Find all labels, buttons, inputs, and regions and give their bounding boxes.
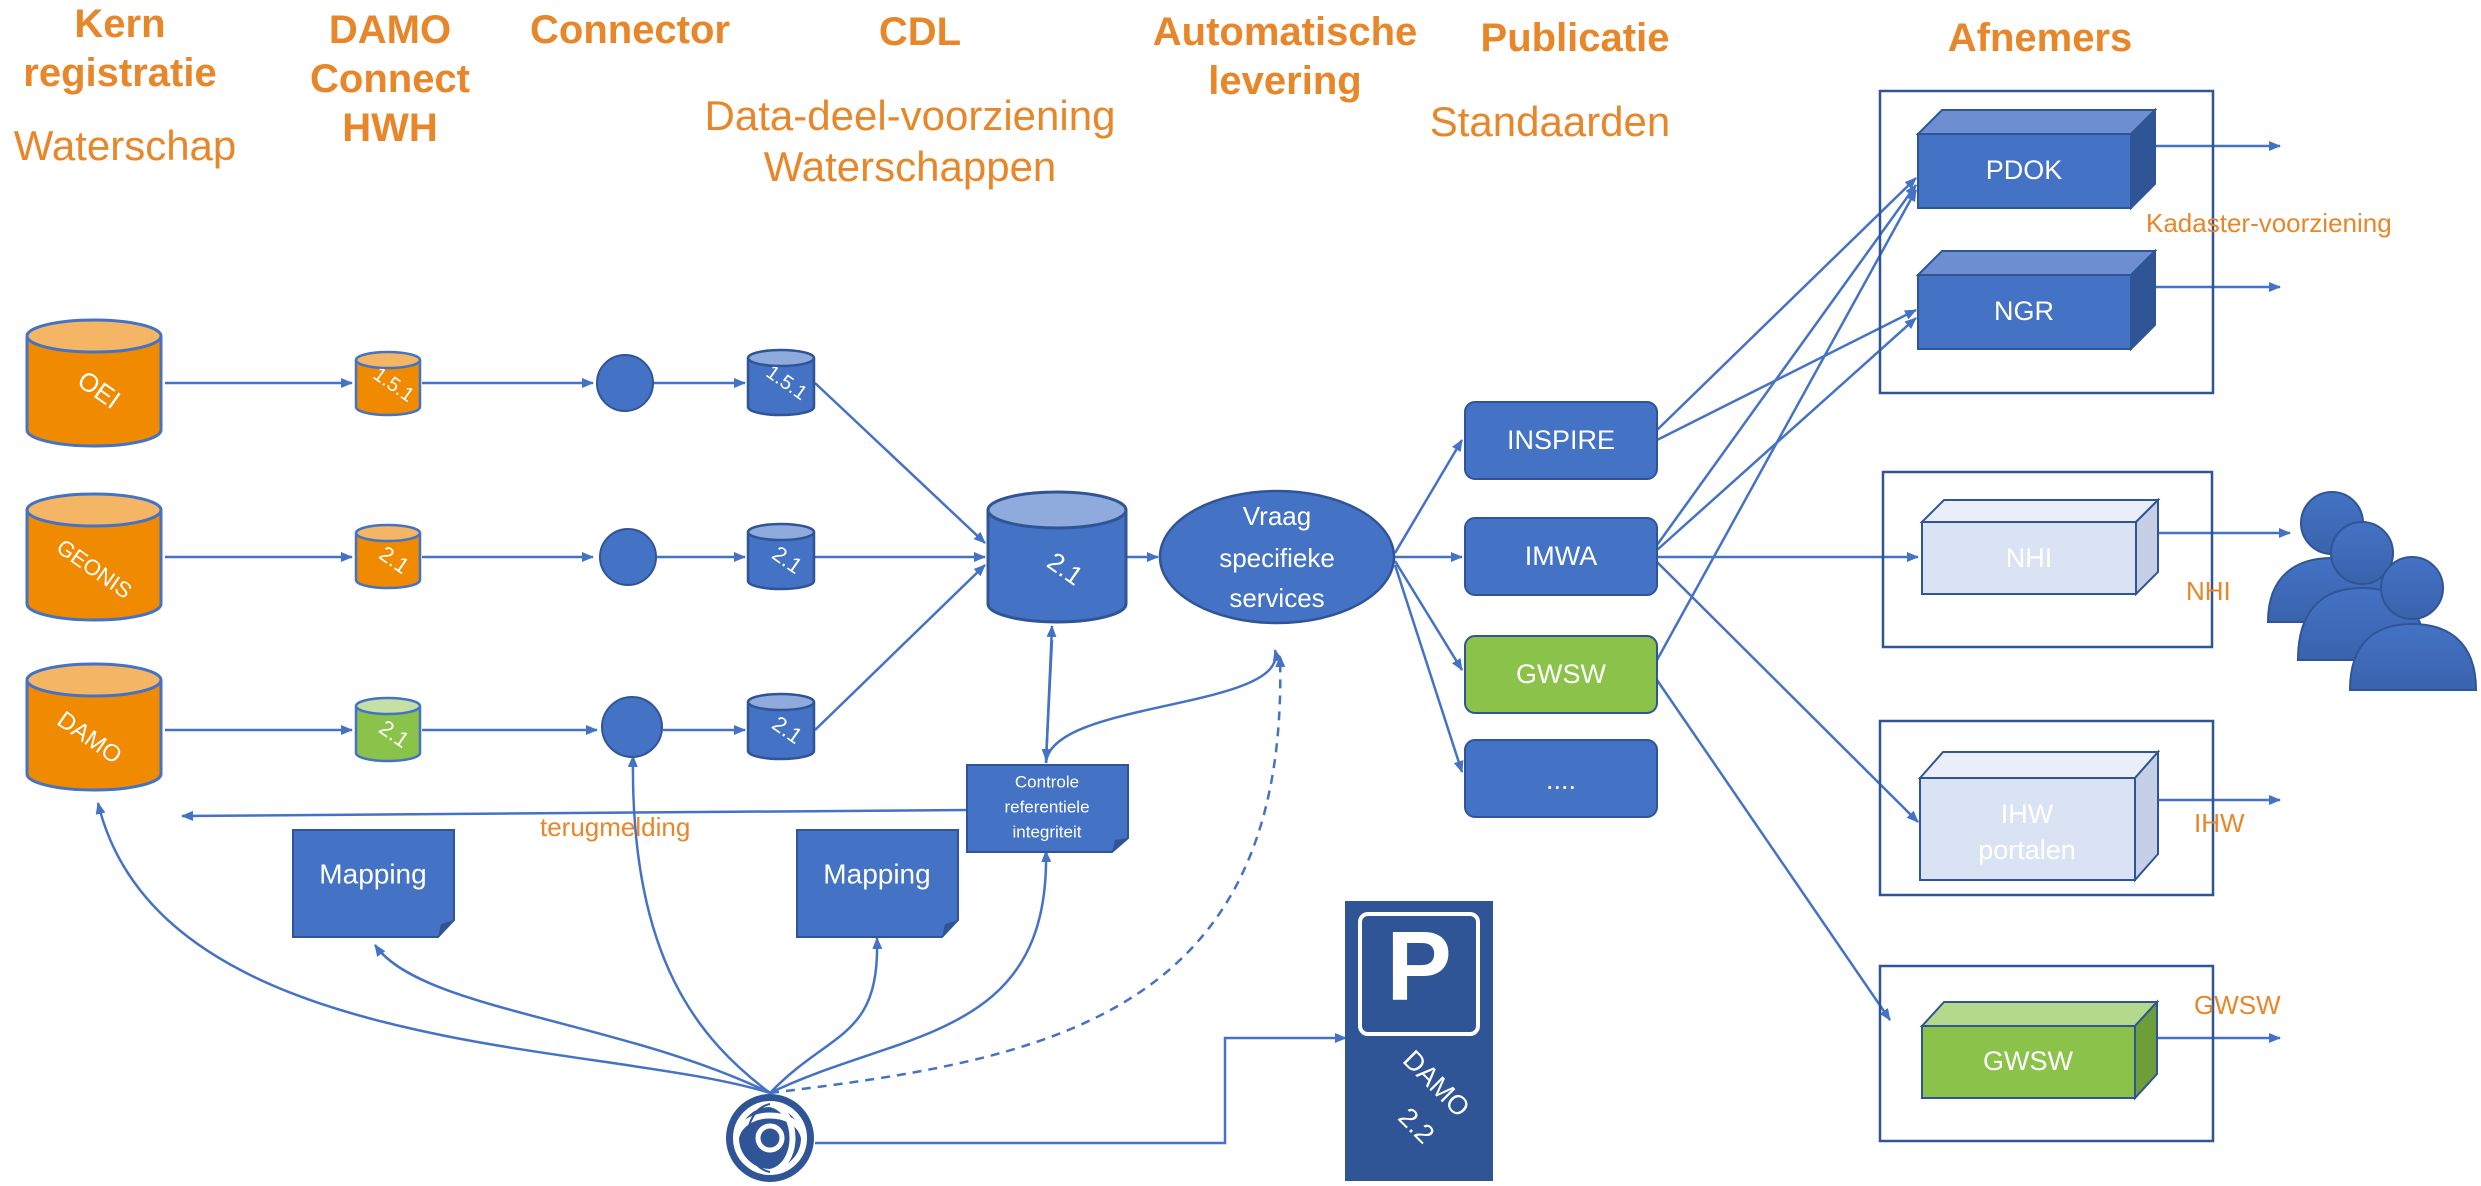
- publicatie-box-gwsw: GWSW: [1464, 635, 1658, 714]
- control-document: Controle referentiele integriteit: [966, 764, 1129, 853]
- header-damo-line2: Connect: [310, 56, 470, 101]
- kadaster-tag: Kadaster-voorziening: [2146, 208, 2392, 238]
- source-cylinder-oei: OEI: [25, 318, 163, 448]
- services-line1: Vraag: [1243, 501, 1311, 531]
- cdl-small-cylinder-2: 2.1: [746, 522, 816, 591]
- terugmelding-label: terugmelding: [540, 812, 691, 842]
- header-kern: Kern registratie: [10, 0, 230, 98]
- afnemer-box-ngr: NGR: [1915, 248, 2158, 352]
- connector-node-3: [601, 696, 663, 758]
- connector-logo-icon: [726, 1094, 814, 1182]
- afnemer-frame-nhi: [1881, 470, 2214, 649]
- header-connector: Connector: [530, 8, 730, 52]
- publicatie-label-inspire: INSPIRE: [1507, 425, 1615, 455]
- afnemer-label-ihw-2: portalen: [1978, 835, 2076, 865]
- cdl-main-cylinder: 2.1: [986, 490, 1128, 624]
- gwsw-tag: GWSW: [2194, 990, 2281, 1020]
- header-cdl-sub1: Data-deel-voorziening: [704, 92, 1116, 139]
- publicatie-label-more: ....: [1546, 765, 1576, 795]
- mapping-document-1: Mapping: [292, 829, 455, 938]
- services-ellipse: Vraag specifieke services: [1158, 489, 1396, 625]
- damo-next-letter: P: [1386, 911, 1451, 1021]
- afnemer-label-pdok: PDOK: [1986, 155, 2063, 185]
- mapping-label-2: Mapping: [823, 858, 930, 889]
- afnemer-box-ihw: IHW portalen: [1917, 749, 2161, 883]
- publicatie-box-imwa: IMWA: [1464, 517, 1658, 596]
- afnemer-box-pdok: PDOK: [1915, 107, 2158, 211]
- afnemer-frame-ihw: [1878, 719, 2215, 897]
- publicatie-box-inspire: INSPIRE: [1464, 401, 1658, 480]
- connector-node-1: [596, 354, 654, 412]
- connection-lines: [95, 141, 2291, 1145]
- source-cylinder-damo: DAMO: [25, 662, 163, 792]
- afnemer-label-nhi: NHI: [2006, 543, 2053, 573]
- header-kern-line1: Kern: [74, 2, 166, 46]
- damo-connect-cylinder-3: 2.1: [354, 696, 422, 763]
- header-damo-line1: DAMO: [328, 8, 452, 52]
- afnemer-label-ihw: IHW: [2001, 799, 2054, 829]
- header-auto: Automatische levering: [1130, 8, 1440, 106]
- publicatie-label-gwsw: GWSW: [1516, 659, 1606, 689]
- control-line1: Controle: [1015, 772, 1079, 791]
- header-publicatie-sub: Standaarden: [1429, 98, 1671, 145]
- control-line3: integriteit: [1013, 822, 1082, 841]
- mapping-document-2: Mapping: [796, 829, 959, 938]
- afnemer-label-ngr: NGR: [1994, 296, 2054, 326]
- header-auto-line2: levering: [1208, 58, 1362, 103]
- publicatie-label-imwa: IMWA: [1525, 541, 1597, 571]
- publicatie-box-more: ....: [1464, 739, 1658, 818]
- damo-connect-cylinder-2: 2.1: [354, 523, 422, 590]
- header-auto-line1: Automatische: [1152, 10, 1418, 54]
- header-cdl: CDL: [878, 10, 962, 54]
- mapping-label-1: Mapping: [319, 858, 426, 889]
- afnemer-frame-gwsw: [1878, 964, 2215, 1143]
- header-kern-sub: Waterschap: [13, 122, 237, 169]
- afnemer-box-gwsw: GWSW: [1919, 999, 2160, 1101]
- users-icon: [2266, 491, 2478, 691]
- services-line3: services: [1229, 583, 1324, 613]
- header-cdl-sub: Data-deel-voorziening Waterschappen: [680, 90, 1140, 192]
- damo-connect-cylinder-1: 1.5.1: [354, 350, 422, 417]
- damo-next-sign: P DAMO 2.2: [1345, 901, 1493, 1181]
- header-damo-line3: HWH: [342, 105, 438, 150]
- header-cdl-sub2: Waterschappen: [763, 143, 1057, 191]
- nhi-tag: NHI: [2186, 576, 2231, 606]
- cdl-small-cylinder-1: 1.5.1: [746, 348, 816, 417]
- header-afnemers: Afnemers: [1947, 16, 2133, 60]
- header-publicatie: Publicatie: [1480, 16, 1670, 60]
- services-line2: specifieke: [1219, 543, 1335, 573]
- source-cylinder-geonis: GEONIS: [25, 492, 163, 622]
- afnemer-frame-kadaster: [1878, 89, 2215, 395]
- ihw-tag: IHW: [2194, 808, 2245, 838]
- connector-node-2: [599, 528, 657, 586]
- afnemer-label-gwsw: GWSW: [1983, 1046, 2073, 1076]
- afnemer-box-nhi: NHI: [1919, 497, 2161, 597]
- header-damo: DAMO Connect HWH: [290, 6, 490, 152]
- cdl-small-cylinder-3: 2.1: [746, 692, 816, 761]
- header-kern-line2: registratie: [23, 50, 217, 95]
- control-line2: referentiele: [1004, 797, 1089, 816]
